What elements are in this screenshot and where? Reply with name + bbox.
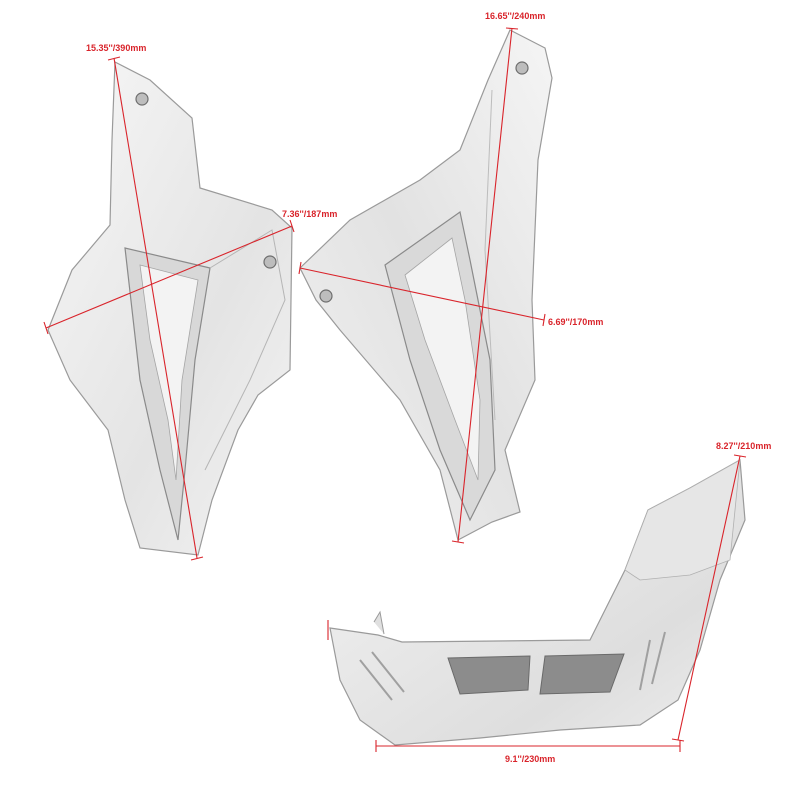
belly-pan-side-louvres — [359, 631, 666, 701]
right-panel-edge-highlight — [484, 89, 496, 421]
left-height-line — [113, 57, 198, 559]
right-panel-bolt-top — [515, 61, 529, 75]
right-panel-width-label: 6.69''/170mm — [548, 317, 603, 327]
right-panel-vent-inner — [404, 237, 481, 481]
bottom-height-line — [677, 455, 741, 741]
right-fairing-panel — [299, 29, 553, 541]
belly-pan-vent-left — [447, 655, 531, 695]
right-panel-height-label: 16.65''/240mm — [485, 11, 545, 21]
left-width-line — [45, 225, 293, 329]
dimension-lines — [43, 27, 747, 752]
bottom-piece-height-label: 8.27''/210mm — [716, 441, 771, 451]
left-panel-vent-inner — [139, 264, 199, 481]
left-panel-height-label: 15.35''/390mm — [86, 43, 146, 53]
right-height-line — [457, 27, 513, 543]
belly-pan-upper-face — [624, 459, 741, 581]
left-fairing-panel — [47, 61, 293, 556]
right-width-line — [299, 267, 545, 321]
left-panel-bolt-right — [263, 255, 277, 269]
dimension-labels: 15.35''/390mm 7.36''/187mm 16.65''/240mm… — [86, 11, 771, 764]
right-panel-bolt-left — [319, 289, 333, 303]
belly-pan-vent-right — [539, 653, 625, 695]
belly-pan-piece — [329, 459, 746, 746]
left-panel-bolt-top — [135, 92, 149, 106]
belly-pan-tab — [373, 610, 385, 635]
left-panel-width-label: 7.36''/187mm — [282, 209, 337, 219]
bottom-piece-width-label: 9.1''/230mm — [505, 754, 555, 764]
